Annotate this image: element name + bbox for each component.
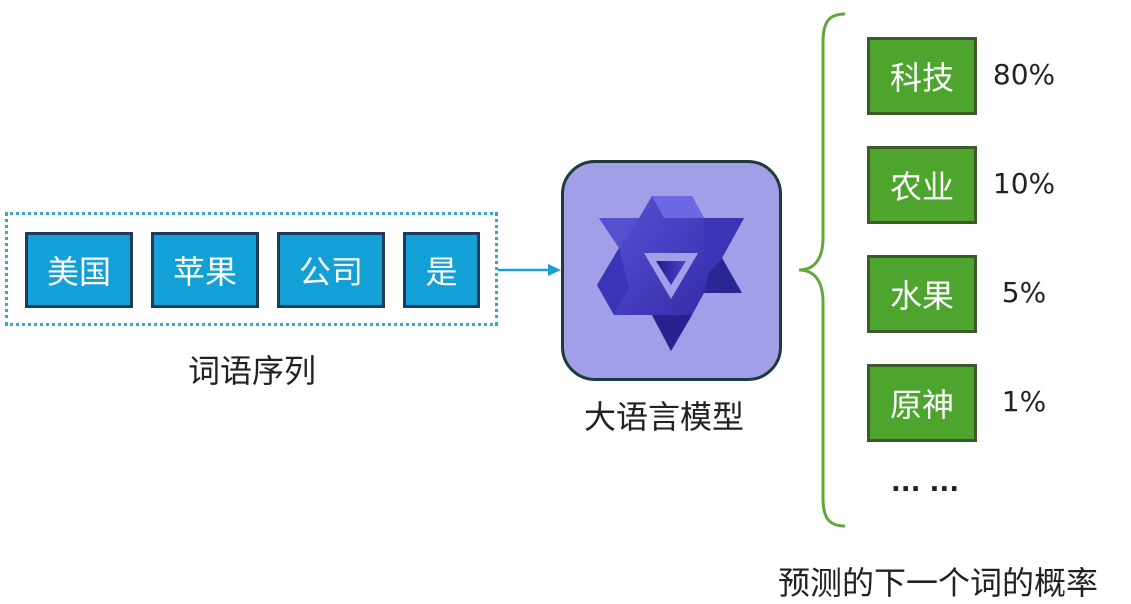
input-caption: 词语序列 — [188, 352, 317, 390]
prediction-probability: 80% — [992, 58, 1056, 91]
prediction-word: 科技 — [867, 37, 977, 115]
token-box: 苹果 — [151, 232, 259, 308]
prediction-word: 水果 — [867, 255, 977, 333]
model-box — [561, 160, 782, 381]
prediction-probability: 5% — [1001, 276, 1047, 309]
curly-brace-icon — [798, 12, 846, 528]
token-sequence-group — [5, 212, 498, 326]
prediction-word: 原神 — [867, 364, 977, 442]
output-caption: 预测的下一个词的概率 — [778, 564, 1099, 602]
token-box: 美国 — [25, 232, 133, 308]
prediction-probability: 10% — [992, 167, 1056, 200]
model-logo-icon — [597, 196, 744, 351]
token-box: 公司 — [277, 232, 385, 308]
arrow-right-icon — [498, 264, 561, 276]
prediction-word: 农业 — [867, 146, 977, 224]
more-predictions-ellipsis: ... ... — [890, 468, 960, 498]
prediction-probability: 1% — [1001, 385, 1047, 418]
model-caption: 大语言模型 — [584, 398, 745, 436]
token-box: 是 — [403, 232, 480, 308]
